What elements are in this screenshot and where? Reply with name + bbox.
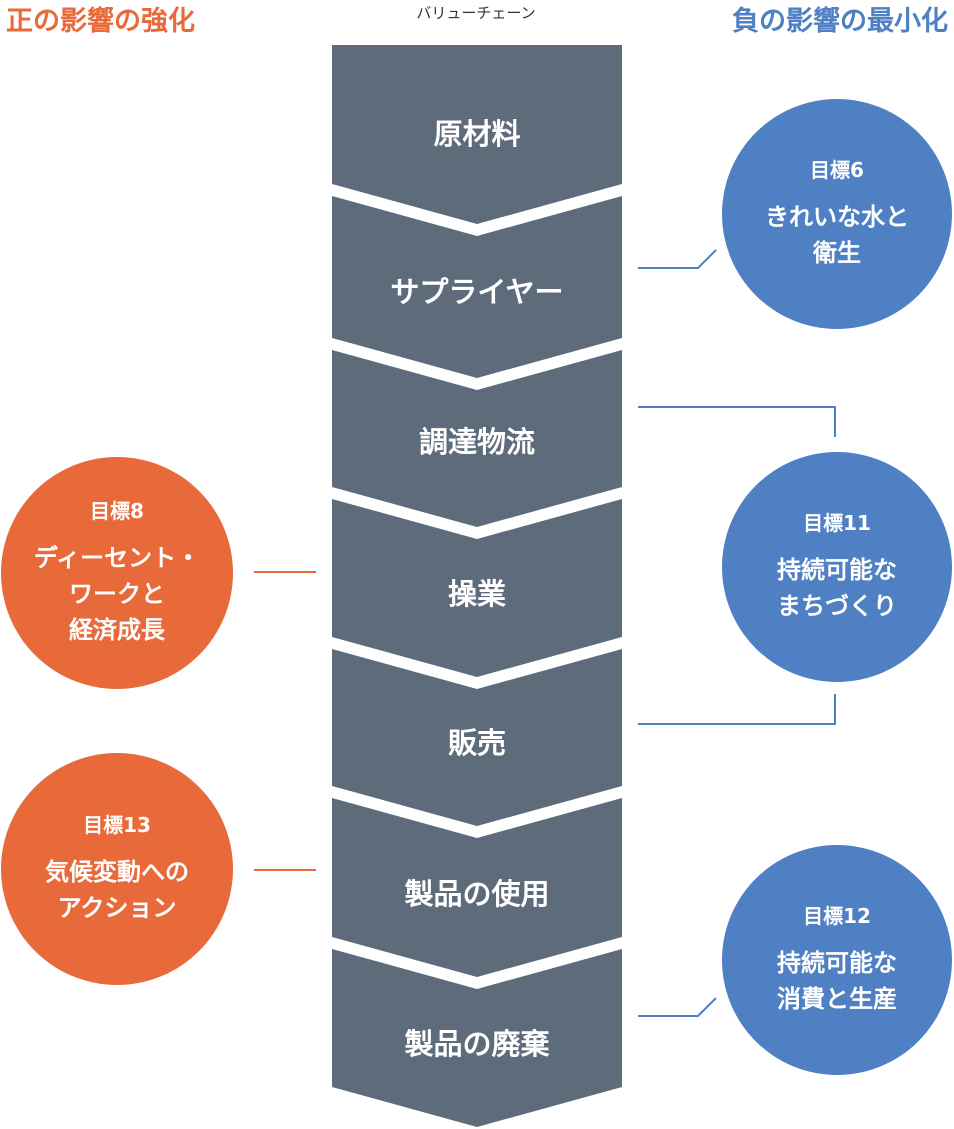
goal-8-number: 目標8 — [90, 499, 144, 523]
stage-operations: 操業 — [447, 577, 506, 611]
stage-raw-materials: 原材料 — [433, 117, 521, 151]
stage-suppliers: サプライヤー — [390, 275, 564, 309]
goal-13-line: 気候変動への — [45, 858, 189, 886]
goal-6-circle: 目標6 きれいな水と 衛生 — [722, 99, 952, 329]
goal-6-line: 衛生 — [813, 239, 861, 267]
goal-6-line: きれいな水と — [765, 203, 909, 231]
connector-goal11 — [638, 406, 836, 437]
goal-13-line: アクション — [57, 894, 177, 922]
goal-8-line: ディーセント・ — [33, 544, 201, 572]
stage-product-use: 製品の使用 — [404, 877, 550, 911]
goal-8-line: 経済成長 — [69, 616, 165, 644]
goal-12-circle: 目標12 持続可能な 消費と生産 — [722, 845, 952, 1075]
connector-goal12 — [638, 997, 717, 1017]
goal-6-number: 目標6 — [810, 158, 864, 182]
chain-segment-7 — [332, 949, 622, 1127]
value-chain-label: バリューチェーン — [416, 4, 536, 22]
stage-product-disposal: 製品の廃棄 — [404, 1027, 550, 1061]
goal-11-line: まちづくり — [777, 592, 897, 620]
positive-connectors — [254, 571, 316, 871]
negative-impact-title: 負の影響の最小化 — [732, 6, 948, 37]
chain-segment-1 — [332, 45, 622, 224]
chain-segment-4 — [332, 499, 622, 677]
chain-segment-6 — [332, 798, 622, 977]
goal-12-line: 消費と生産 — [777, 985, 897, 1013]
stage-inbound-logistics: 調達物流 — [418, 425, 535, 459]
stage-sales: 販売 — [447, 726, 506, 760]
goal-13-circle: 目標13 気候変動への アクション — [1, 753, 233, 985]
goal-11-number: 目標11 — [803, 511, 871, 535]
goal-8-line: ワークと — [69, 580, 165, 608]
goal-11-circle: 目標11 持続可能な まちづくり — [722, 452, 952, 682]
chain-segment-5 — [332, 649, 622, 826]
connector-goal11-bottom — [638, 694, 836, 725]
chain-segment-2 — [332, 196, 622, 378]
chain-segment-3 — [332, 350, 622, 527]
connector-goal6 — [638, 249, 717, 269]
goal-12-line: 持続可能な — [777, 949, 897, 977]
connectors — [638, 249, 836, 1017]
goal-8-circle: 目標8 ディーセント・ ワークと 経済成長 — [1, 457, 233, 689]
positive-impact-title: 正の影響の強化 — [6, 6, 195, 37]
goal-11-line: 持続可能な — [777, 556, 897, 584]
goal-13-number: 目標13 — [83, 813, 151, 837]
goal-12-number: 目標12 — [803, 904, 871, 928]
